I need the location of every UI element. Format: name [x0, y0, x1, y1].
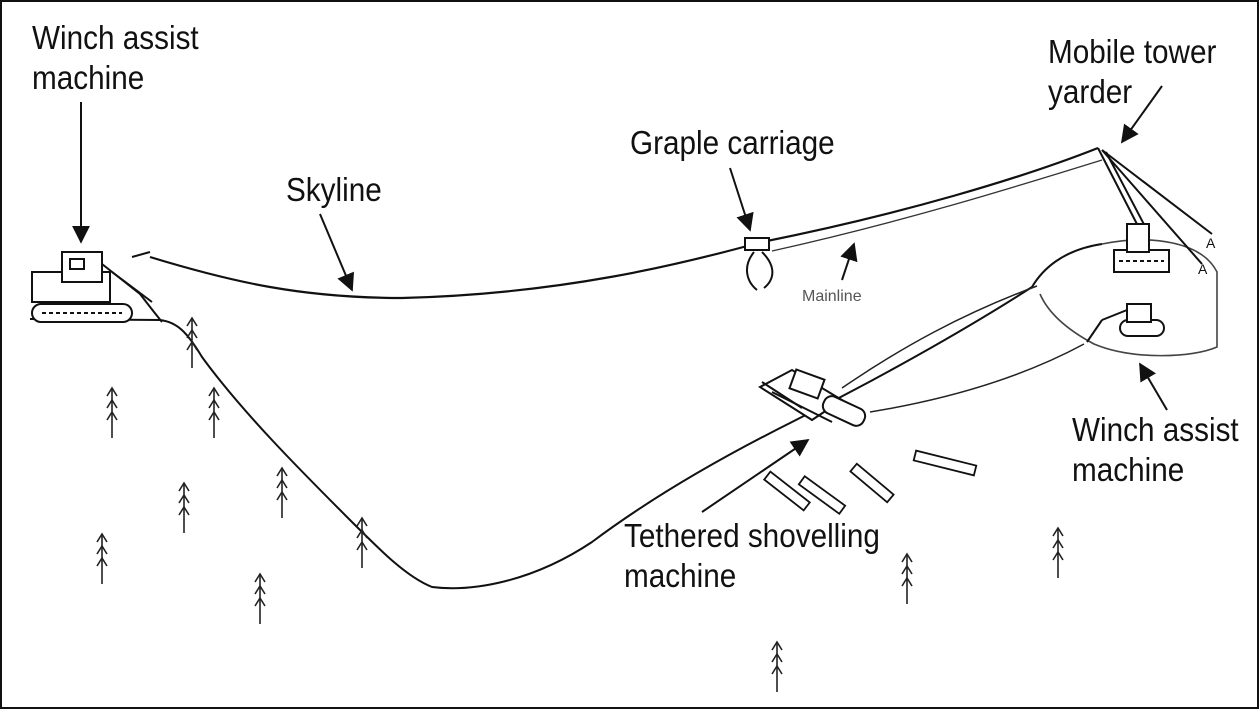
arrow-skyline — [319, 213, 355, 292]
tether-cable-upper — [841, 285, 1038, 389]
mainline-cable — [771, 159, 1103, 252]
log-icon — [912, 449, 978, 477]
skyline-cable — [149, 146, 1099, 300]
landing-edge — [1039, 239, 1218, 357]
tree-icon — [106, 387, 118, 439]
label-winch-assist-machine-right: Winch assist machine — [1072, 411, 1239, 488]
tree-icon — [178, 482, 190, 534]
tree-icon — [901, 553, 913, 605]
label-skyline: Skyline — [286, 171, 382, 208]
tree-icon — [186, 317, 198, 369]
winch-assist-machine-right-icon — [1086, 303, 1165, 343]
winch-assist-machine-left-icon — [31, 251, 163, 323]
tether-cable-lower — [869, 343, 1085, 413]
tree-icon — [208, 387, 220, 439]
arrow-tethered-shovelling — [701, 438, 810, 513]
svg-text:A: A — [1198, 261, 1208, 277]
ground-line — [29, 243, 1103, 590]
svg-text:A: A — [1206, 235, 1216, 251]
arrow-graple-carriage — [729, 167, 754, 232]
pointer-arrows — [72, 85, 1168, 513]
arrow-mainline — [840, 242, 858, 281]
logs — [762, 449, 978, 515]
label-mobile-tower-yarder: Mobile tower yarder — [1048, 33, 1217, 110]
tree-icon — [254, 573, 266, 625]
trees — [96, 317, 1064, 693]
log-icon — [797, 475, 847, 515]
tree-icon — [96, 533, 108, 585]
tethered-shovelling-machine-icon — [758, 368, 867, 427]
label-graple-carriage: Graple carriage — [630, 124, 835, 161]
tree-icon — [276, 467, 288, 519]
label-mainline: Mainline — [802, 288, 862, 305]
mobile-tower-yarder-icon: A A — [1097, 147, 1216, 277]
tree-icon — [356, 517, 368, 569]
tree-icon — [1052, 527, 1064, 579]
arrow-winch-assist-right — [1139, 362, 1168, 411]
grapple-carriage-icon — [744, 237, 774, 291]
label-tethered-shovelling-machine: Tethered shovelling machine — [624, 517, 880, 594]
log-icon — [762, 470, 812, 512]
label-winch-assist-machine-left: Winch assist machine — [32, 19, 199, 96]
log-icon — [849, 462, 895, 504]
arrow-mobile-tower-yarder — [1120, 85, 1163, 144]
tree-icon — [771, 641, 783, 693]
